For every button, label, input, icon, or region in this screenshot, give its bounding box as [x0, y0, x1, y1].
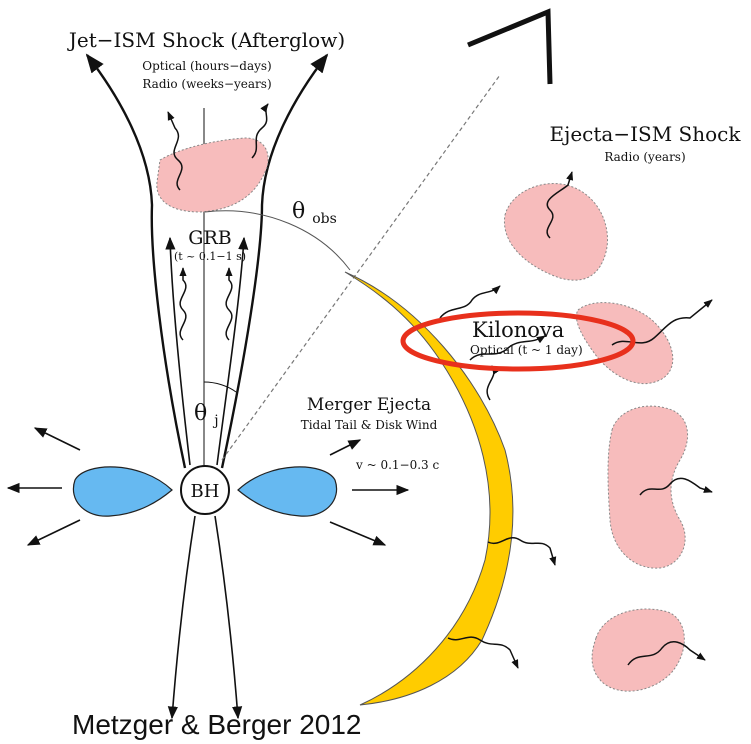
outflow-arrow-downleft	[28, 520, 80, 545]
theta-obs-label: θ obs	[292, 199, 337, 227]
theta-j-symbol: θ	[194, 401, 207, 426]
grb-photon-right	[226, 268, 232, 340]
kilonova-title: Kilonova	[472, 318, 564, 342]
disk-lobe-left	[73, 467, 172, 516]
kilonova-optical: Optical (t ~ 1 day)	[470, 343, 583, 357]
theta-j-label: θ j	[194, 401, 219, 429]
jet-shock-optical: Optical (hours−days)	[142, 59, 271, 73]
jet-bottom-right	[215, 516, 238, 718]
grb-timescale: (t ~ 0.1−1 s)	[174, 250, 246, 263]
outflow-arrow-upleft	[35, 428, 80, 450]
afterglow-blob	[157, 138, 268, 212]
merger-ejecta-velocity: v ~ 0.1−0.3 c	[355, 458, 440, 472]
ejecta-ism-blob-2	[576, 303, 672, 384]
ejecta-ism-radio: Radio (years)	[604, 150, 685, 164]
ejecta-ism-blob-3	[608, 406, 688, 568]
kilonova-photon-3	[487, 366, 494, 400]
black-hole-label: BH	[191, 481, 220, 502]
disk-lobe-right	[238, 467, 337, 516]
merger-ejecta-subtitle: Tidal Tail & Disk Wind	[301, 418, 438, 432]
outflow-arrow-upright	[330, 440, 360, 455]
jet-shock-title: Jet−ISM Shock (Afterglow)	[67, 28, 345, 52]
jet-bottom-left	[172, 516, 195, 718]
ejecta-ism-blob-4	[592, 609, 684, 691]
grb-label: GRB	[188, 227, 231, 249]
ejecta-ism-title: Ejecta−ISM Shock	[550, 122, 742, 146]
theta-obs-subscript: obs	[312, 211, 337, 227]
theta-j-subscript: j	[212, 413, 218, 429]
outflow-arrow-downright	[330, 522, 385, 545]
grb-photon-left	[180, 268, 186, 340]
citation-caption: Metzger & Berger 2012	[72, 709, 362, 740]
jet-shock-radio: Radio (weeks−years)	[142, 77, 271, 91]
ejecta-ism-blob-1	[504, 184, 607, 281]
theta-obs-symbol: θ	[292, 199, 305, 224]
theta-j-arc	[204, 382, 236, 392]
jet-cone-left-inner	[170, 238, 190, 465]
observer-eye-icon	[468, 12, 550, 84]
merger-ejecta-title: Merger Ejecta	[307, 395, 431, 415]
